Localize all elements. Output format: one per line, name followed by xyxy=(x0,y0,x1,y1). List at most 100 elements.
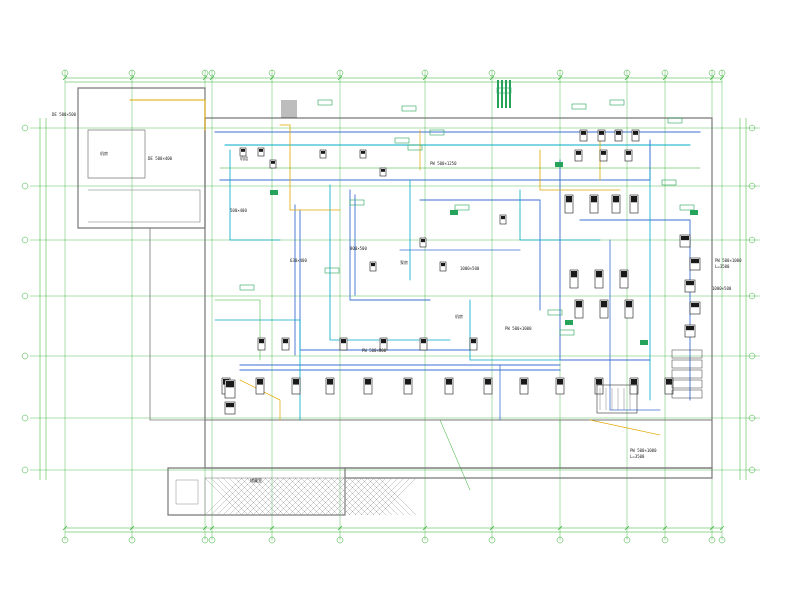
mid-unit xyxy=(499,214,507,225)
top-unit xyxy=(614,129,623,142)
fan-coil-unit xyxy=(291,377,301,395)
annotation-top-left-size: DE 500×500 xyxy=(52,112,77,117)
annotation-duct-side-4: 500×400 xyxy=(230,208,247,213)
equipment-rack xyxy=(671,379,703,389)
green-tag-box xyxy=(609,99,625,106)
green-marker xyxy=(270,190,278,195)
hatch-line xyxy=(372,477,411,516)
fan-coil-unit xyxy=(403,377,413,395)
annotation-lower-room-1: 机房 xyxy=(455,313,463,319)
fan-coil-unit-head xyxy=(557,379,563,385)
grid-bubble-top xyxy=(556,69,564,77)
pipe-yellow-a xyxy=(279,124,341,211)
green-legend-stripe xyxy=(509,80,511,108)
pipe-yellow-e xyxy=(239,379,281,421)
left-unit-2-head xyxy=(226,403,234,408)
pipe-yellow-top-left xyxy=(129,99,206,131)
dimension-tick xyxy=(62,525,68,531)
dimension-tick xyxy=(129,75,135,81)
ahu-unit xyxy=(564,194,574,214)
annotation-lower-left-room: 储藏室 xyxy=(250,477,262,483)
fan-coil-unit xyxy=(664,377,674,395)
terminal-unit xyxy=(469,337,478,351)
mid-unit-head xyxy=(501,216,505,220)
green-tag-box xyxy=(324,267,340,274)
grid-bubble-bottom xyxy=(128,536,136,544)
dimension-tick xyxy=(209,75,215,81)
mid-unit xyxy=(439,261,447,272)
grid-bubble-top xyxy=(268,69,276,77)
equipment-rack xyxy=(671,389,703,399)
hatch-line xyxy=(204,477,243,516)
car-bays xyxy=(88,189,201,223)
hatch-line xyxy=(270,477,309,516)
terminal-unit-head xyxy=(421,339,426,344)
grid-bubble-top xyxy=(336,69,344,77)
dimension-tick xyxy=(337,75,343,81)
dimension-tick xyxy=(269,525,275,531)
annotation-top-left-box: DE 500×400 xyxy=(148,156,173,161)
ahu-unit-head xyxy=(631,196,637,203)
hatch-line xyxy=(354,477,393,516)
grid-bubble-top xyxy=(201,69,209,77)
ahu-unit xyxy=(594,269,604,289)
left-unit-head xyxy=(226,381,234,388)
green-tag-box xyxy=(349,199,365,206)
fan-coil-unit xyxy=(363,377,373,395)
duct-center xyxy=(419,199,541,311)
misc-unit xyxy=(269,159,277,169)
fan-coil-unit xyxy=(629,377,639,395)
annotations: DE 500×500 DE 500×400 机房 机组 PW 500×1250 … xyxy=(52,112,742,483)
green-tag-box xyxy=(454,204,470,211)
hatch-line xyxy=(360,477,399,516)
green-tag-box xyxy=(317,99,333,106)
hatched-area xyxy=(175,477,417,516)
ahu-unit xyxy=(574,299,584,319)
pipe-cyan-center xyxy=(469,299,561,361)
terminal-unit xyxy=(339,337,348,351)
dimension-tick xyxy=(422,525,428,531)
annotation-lower-room-2: 泵房 xyxy=(400,259,408,265)
dimension-tick xyxy=(489,525,495,531)
misc-unit xyxy=(239,147,247,157)
lower-right-room-equipment xyxy=(596,384,638,414)
hatch-line xyxy=(282,477,321,516)
misc-unit-head xyxy=(321,151,325,154)
duct-right-outer xyxy=(579,219,691,401)
terminal-unit-head xyxy=(341,339,346,344)
hatch-line xyxy=(330,477,369,516)
grid-bubble-bottom xyxy=(661,536,669,544)
dimension-tick xyxy=(202,525,208,531)
equipment-units xyxy=(221,100,703,415)
grid-bubble-right xyxy=(748,124,756,132)
dimension-tick xyxy=(129,525,135,531)
grid-bubble-right xyxy=(748,466,756,474)
top-unit xyxy=(624,149,633,162)
pipe-cyan-left xyxy=(229,149,281,241)
ahu-unit xyxy=(619,269,629,289)
dimension-tick xyxy=(719,75,725,81)
hatch-line xyxy=(300,477,339,516)
pipe-green-diagonal xyxy=(439,419,471,491)
dimension-tick xyxy=(662,75,668,81)
terminal-unit xyxy=(379,337,388,351)
grid-bubble-bottom xyxy=(208,536,216,544)
green-marker xyxy=(565,320,573,325)
top-unit xyxy=(579,129,588,142)
hatch-line xyxy=(222,477,261,516)
fan-coil-unit xyxy=(555,377,565,395)
hatch-line xyxy=(318,477,357,516)
green-tag-box xyxy=(559,329,575,336)
dimension-tick xyxy=(719,525,725,531)
grid-bubble-top xyxy=(708,69,716,77)
dimension-tick xyxy=(662,525,668,531)
hatch-line xyxy=(306,477,345,516)
hatch-line xyxy=(336,477,375,516)
dimension-tick xyxy=(202,75,208,81)
hatch-line xyxy=(210,477,249,516)
top-unit xyxy=(599,149,608,162)
misc-unit-head xyxy=(259,149,263,152)
grid-bubble-top xyxy=(661,69,669,77)
top-unit-head xyxy=(633,131,638,135)
